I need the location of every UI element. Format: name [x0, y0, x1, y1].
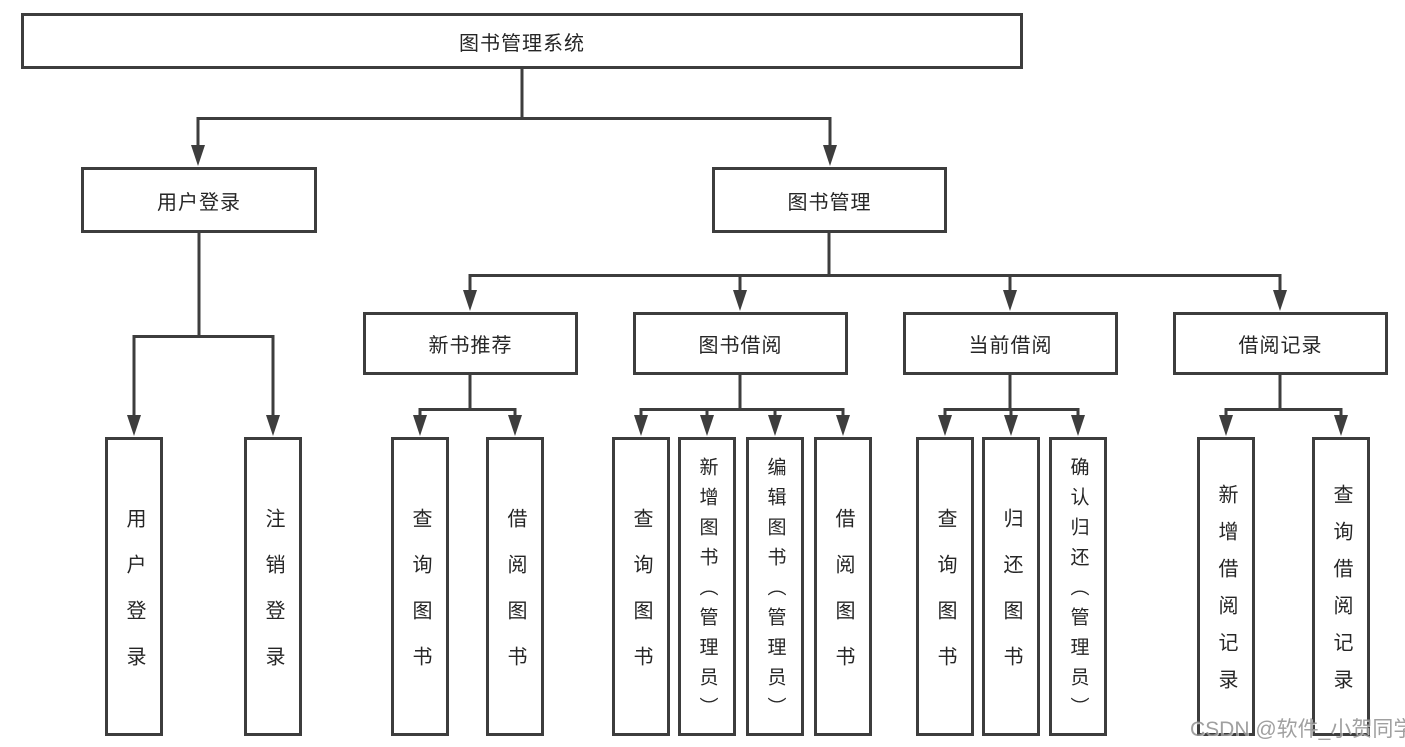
- leaf-bb-add-books-admin: 新增图书（管理员）: [678, 437, 736, 736]
- node-label: 图书借阅: [698, 335, 783, 357]
- node-new-book-recommend: 新书推荐: [363, 312, 578, 375]
- leaf-bb-borrow-books: 借阅图书: [814, 437, 872, 736]
- node-label: 新书推荐: [428, 335, 513, 357]
- node-current-borrow: 当前借阅: [903, 312, 1118, 375]
- leaf-label: 查询图书: [409, 507, 431, 692]
- leaf-bb-edit-books-admin: 编辑图书（管理员）: [746, 437, 804, 736]
- node-user-login: 用户登录: [81, 167, 317, 233]
- leaf-cb-query-books: 查询图书: [916, 437, 974, 736]
- node-label: 借阅记录: [1238, 335, 1323, 357]
- leaf-label: 查询图书: [630, 507, 652, 692]
- leaf-label: 归还图书: [1000, 507, 1022, 692]
- node-book-borrow: 图书借阅: [633, 312, 848, 375]
- node-label: 图书管理系统: [459, 32, 585, 55]
- leaf-br-query-record: 查询借阅记录: [1312, 437, 1370, 736]
- node-book-management: 图书管理: [712, 167, 947, 233]
- leaf-label: 新增借阅记录: [1215, 484, 1237, 706]
- leaf-label: 确认归还（管理员）: [1067, 457, 1089, 727]
- leaf-label: 编辑图书（管理员）: [764, 457, 786, 727]
- node-label: 当前借阅: [968, 335, 1053, 357]
- node-borrow-record: 借阅记录: [1173, 312, 1388, 375]
- leaf-cb-return-books: 归还图书: [982, 437, 1040, 736]
- leaf-label: 用户登录: [123, 507, 145, 692]
- leaf-label: 借阅图书: [504, 507, 526, 692]
- leaf-nbr-borrow-books: 借阅图书: [486, 437, 544, 736]
- leaf-nbr-query-books: 查询图书: [391, 437, 449, 736]
- leaf-bb-query-books: 查询图书: [612, 437, 670, 736]
- node-library-management-system: 图书管理系统: [21, 13, 1023, 69]
- leaf-label: 查询借阅记录: [1330, 484, 1352, 706]
- leaf-label: 借阅图书: [832, 507, 854, 692]
- node-label: 图书管理: [787, 191, 872, 214]
- leaf-br-add-record: 新增借阅记录: [1197, 437, 1255, 736]
- leaf-label: 查询图书: [934, 507, 956, 692]
- leaf-label: 新增图书（管理员）: [696, 457, 718, 727]
- leaf-cb-confirm-return-admin: 确认归还（管理员）: [1049, 437, 1107, 736]
- leaf-label: 注销登录: [262, 507, 284, 692]
- csdn-watermark: CSDN @软件_小贺同学: [1190, 718, 1405, 741]
- leaf-user-login: 用户登录: [105, 437, 163, 736]
- node-label: 用户登录: [157, 191, 241, 214]
- leaf-logout: 注销登录: [244, 437, 302, 736]
